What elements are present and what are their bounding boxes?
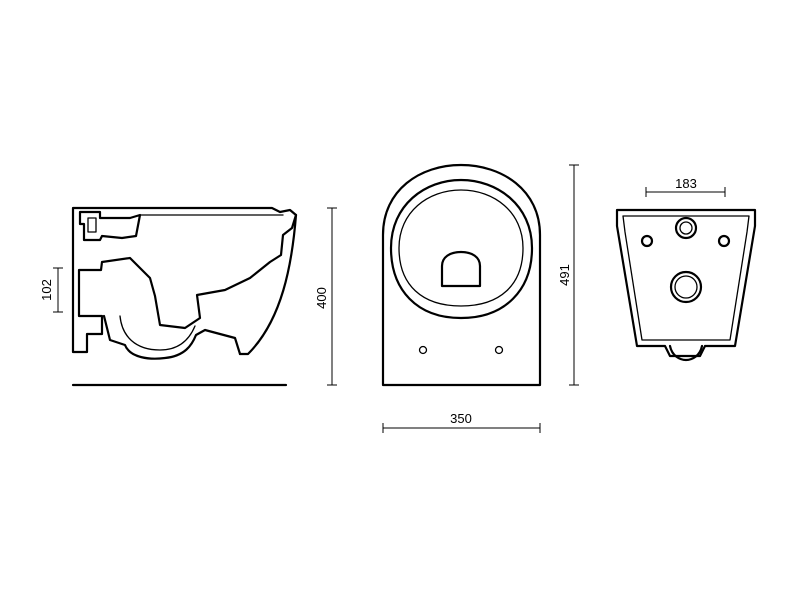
rear-view-outlet-outer: [669, 270, 703, 304]
rear-view-top-hole-inner: [679, 221, 693, 235]
rear-view-fixing-hole-left: [640, 234, 654, 248]
rear-view-bottom-bulge: [668, 344, 704, 362]
top-view-outlet: [440, 250, 482, 288]
side-view-trap: [102, 314, 242, 360]
top-view-seat-hole-left: [418, 345, 428, 355]
side-view: 400 102: [39, 206, 337, 387]
rear-view-outlet-inner: [674, 275, 698, 299]
dim-350-label: 350: [450, 411, 472, 426]
rear-view-fixing-hole-right: [717, 234, 731, 248]
dim-491-label: 491: [557, 264, 572, 286]
top-view-bowl-opening: [398, 189, 524, 307]
dim-400-label: 400: [314, 287, 329, 309]
dim-183-label: 183: [675, 176, 697, 191]
side-view-rim-detail: [78, 210, 142, 242]
rear-view-top-hole-outer: [674, 216, 698, 240]
rear-view-inner-outline: [622, 215, 750, 341]
rear-view-outer-outline: [615, 208, 757, 358]
dim-102-label: 102: [39, 279, 54, 301]
side-view-rim-detail-inner: [87, 217, 97, 233]
rear-view: 183: [615, 176, 757, 362]
top-view-outer-outline: [381, 163, 542, 387]
side-view-front-curve: [238, 213, 298, 356]
top-view-seat-hole-right: [494, 345, 504, 355]
side-view-trap-inner: [119, 315, 196, 351]
top-view: 350 491: [381, 163, 579, 433]
side-view-outer-shell: [71, 206, 298, 354]
top-view-seat-outline: [389, 178, 534, 320]
